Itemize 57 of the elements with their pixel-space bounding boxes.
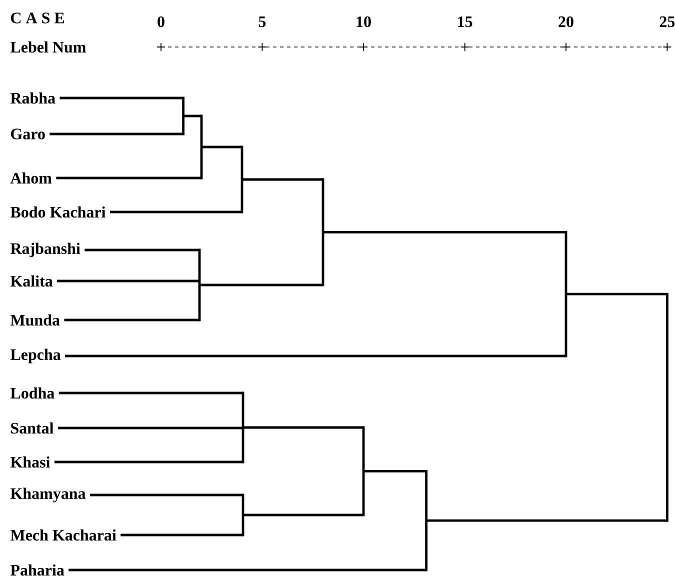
dendrogram-branch	[323, 231, 566, 234]
tick-label: 25	[660, 16, 675, 28]
leaf-label: Garo	[11, 128, 45, 140]
dendrogram-branch	[242, 178, 323, 181]
merge-bar	[564, 231, 568, 358]
leaf-label: Rabha	[10, 92, 56, 104]
leaf-label: Rajbanshi	[10, 242, 80, 258]
dendrogram-branch	[90, 494, 243, 496]
merge-bar	[242, 494, 244, 536]
axis-title: Lebel Num	[10, 41, 86, 53]
merge-bar	[362, 426, 365, 516]
tick-label: 15	[458, 16, 472, 28]
dendrogram-branch	[183, 114, 202, 118]
merge-bar	[425, 470, 428, 572]
tick-label: 5	[258, 16, 266, 28]
merge-bar	[198, 248, 201, 322]
leaf-label: Paharia	[10, 564, 64, 576]
tick-label: 10	[356, 16, 371, 28]
merge-bar	[322, 178, 324, 286]
dendrogram-branch	[64, 318, 200, 322]
dendrogram-branch	[364, 470, 426, 472]
leaf-label: Ahom	[10, 172, 52, 184]
dendrogram-branch	[120, 534, 243, 536]
dendrogram-branch	[58, 392, 243, 394]
dendrogram-branch	[60, 96, 184, 100]
merge-bar	[666, 292, 668, 522]
dendrogram-branch	[426, 519, 668, 522]
dendrogram-branch	[84, 248, 200, 252]
leaf-label: Bodo Kachari	[10, 206, 106, 218]
dendrogram-branch	[243, 426, 364, 429]
leaf-label: Mech Kacharai	[10, 529, 116, 541]
leaf-label: Khamyana	[10, 488, 86, 502]
dendrogram-branch	[202, 146, 242, 148]
dendrogram-branch	[110, 210, 242, 214]
tick-label: 20	[558, 16, 574, 28]
leaf-label: Santal	[11, 422, 54, 434]
merge-bar	[200, 114, 203, 180]
leaf-label: Kalita	[10, 275, 53, 287]
merge-bar	[182, 96, 184, 136]
dendrogram-branch	[566, 292, 668, 296]
dendrogram-branch	[56, 176, 202, 180]
axis-title: C A S E	[11, 12, 64, 24]
dendrogram-branch	[243, 514, 364, 516]
leaf-label: Khasi	[10, 456, 50, 468]
dendrogram-branch	[50, 132, 184, 136]
leaf-label: Lepcha	[10, 348, 61, 364]
leaf-label: Lodha	[10, 387, 54, 399]
dendrogram-branch	[200, 284, 323, 286]
dendrogram-branch	[57, 280, 200, 282]
dendrogram-branch	[54, 460, 243, 464]
tick-label: 0	[158, 16, 164, 28]
merge-bar	[240, 146, 244, 214]
dendrogram-branch	[68, 568, 426, 572]
leaf-label: Munda	[10, 314, 60, 326]
dendrogram-branch	[65, 354, 566, 358]
dendrogram-branch	[58, 426, 243, 430]
merge-bar	[242, 392, 244, 464]
